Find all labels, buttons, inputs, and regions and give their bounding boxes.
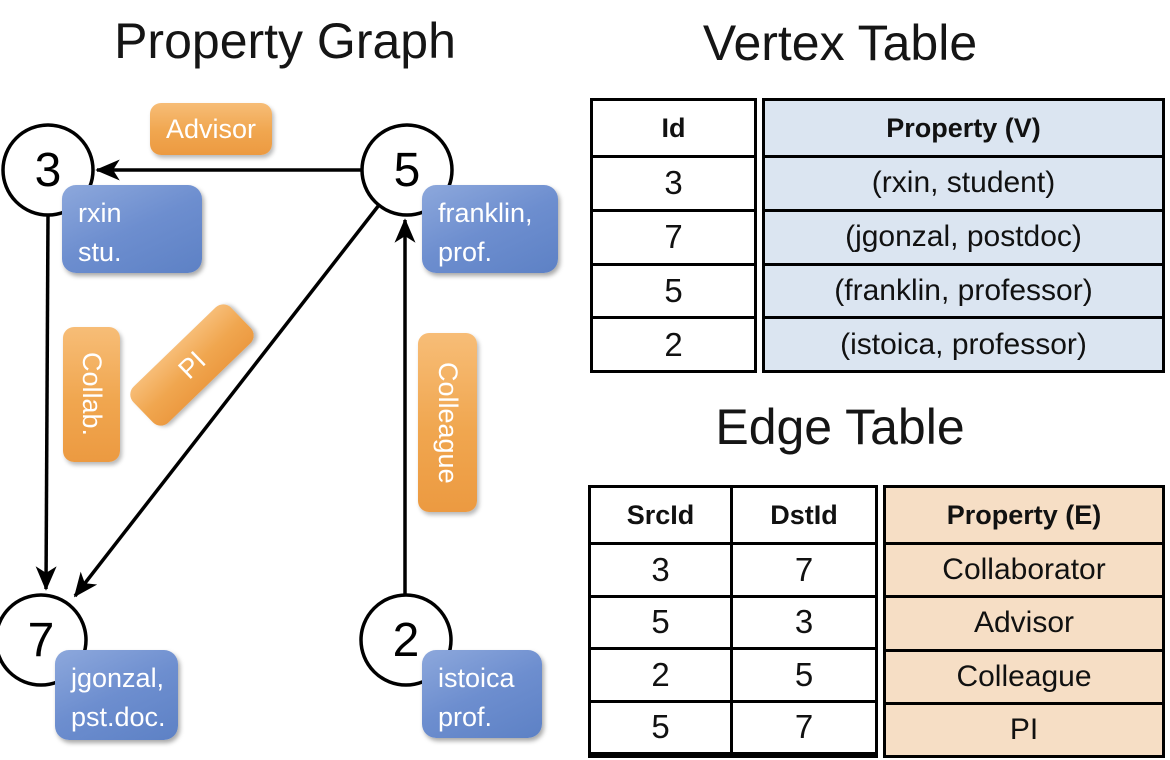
vertex-property-box-3: rxin stu. [62, 185, 202, 273]
vertex-id-5: 5 [393, 144, 421, 197]
vertex-property-line: prof. [438, 702, 493, 732]
edge-table-dstid-column: DstId 7 3 5 7 [733, 488, 875, 755]
table-cell: 2 [591, 650, 730, 703]
vertex-property-line: istoica [438, 663, 515, 693]
table-cell: Advisor [886, 598, 1162, 652]
vertex-id-3: 3 [34, 144, 62, 197]
table-cell: (franklin, professor) [765, 266, 1162, 320]
table-cell: 5 [733, 650, 875, 703]
table-cell: 5 [593, 266, 754, 320]
table-cell: 5 [591, 703, 730, 755]
edge-label-collab: Collab. [63, 327, 120, 462]
table-cell: 7 [593, 212, 754, 266]
edge-table-header-dstid: DstId [733, 488, 875, 545]
table-cell: 2 [664, 325, 683, 363]
edge-table-property-column: Property (E) Collaborator Advisor Collea… [883, 485, 1165, 758]
edge-table-header-srcid: SrcId [591, 488, 730, 545]
vertex-property-line: franklin, [438, 198, 533, 228]
edge-table-id-columns: SrcId 3 5 2 5 DstId 7 3 5 7 [588, 485, 878, 758]
vertex-property-box-7: jgonzal, pst.doc. [55, 650, 178, 740]
vertex-table-header-property: Property (V) [765, 101, 1162, 158]
table-cell: 7 [733, 703, 875, 755]
vertex-property-line: rxin [78, 198, 122, 228]
table-cell: 3 [593, 158, 754, 212]
edge-table-header-property: Property (E) [886, 488, 1162, 545]
vertex-property-box-5: franklin, prof. [422, 185, 558, 273]
vertex-table-id-column: Id 3 7 5 2 [590, 98, 757, 373]
table-cell: Colleague [886, 652, 1162, 705]
vertex-table: Id 3 7 5 2 Property (V) (rxin, student) … [590, 98, 1165, 373]
edge-arrow-5-to-7 [73, 203, 381, 598]
vertex-table-header-id: Id [593, 101, 754, 158]
edge-table-srcid-column: SrcId 3 5 2 5 [591, 488, 733, 755]
table-cell: PI [1009, 712, 1039, 746]
edge-label-advisor: Advisor [150, 103, 272, 155]
table-cell: (rxin, student) [765, 158, 1162, 212]
vertex-id-7: 7 [27, 614, 55, 667]
vertex-id-2: 2 [392, 614, 420, 667]
vertex-property-line: jgonzal, [71, 663, 165, 693]
edge-label-colleague: Colleague [418, 333, 477, 512]
table-cell: 3 [591, 545, 730, 598]
edge-table-title: Edge Table [715, 399, 965, 455]
table-cell: Collaborator [886, 545, 1162, 599]
property-graph-title: Property Graph [114, 13, 456, 69]
edge-arrow-3-to-7 [35, 214, 57, 591]
table-cell: (istoica, professor) [840, 327, 1087, 361]
vertex-property-line: stu. [78, 237, 122, 267]
vertex-property-box-2: istoica prof. [422, 650, 542, 738]
table-cell: 3 [733, 598, 875, 650]
table-cell: (jgonzal, postdoc) [765, 212, 1162, 266]
table-cell: 5 [591, 598, 730, 650]
vertex-table-property-column: Property (V) (rxin, student) (jgonzal, p… [762, 98, 1165, 373]
vertex-property-line: prof. [438, 237, 493, 267]
edge-table: SrcId 3 5 2 5 DstId 7 3 5 7 Property (E)… [588, 485, 1165, 758]
table-cell: 7 [733, 545, 875, 598]
vertex-table-title: Vertex Table [702, 15, 978, 71]
vertex-property-line: pst.doc. [71, 702, 166, 732]
